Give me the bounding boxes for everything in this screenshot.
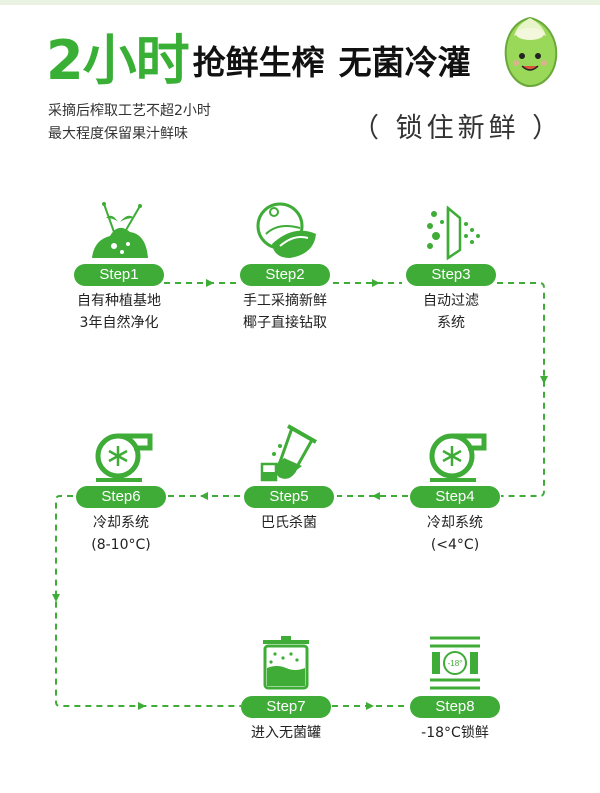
step-3: Step3 自动过滤 系统 — [366, 200, 536, 334]
connector-3-4 — [497, 282, 545, 497]
step-1: Step1 自有种植基地 3年自然净化 — [34, 200, 204, 334]
test-tube-icon — [260, 424, 317, 482]
step-desc-line1: 冷却系统 — [93, 515, 149, 531]
step-desc-line1: 自有种植基地 — [77, 293, 161, 309]
headline-title1: 抢鲜生榨 — [192, 43, 325, 82]
step-6: Step6 冷却系统 (8-10°C) — [36, 422, 206, 556]
cooling-icon — [95, 433, 153, 482]
step-label: Step6 — [76, 486, 166, 508]
step-label: Step3 — [406, 264, 496, 286]
coconut-icon — [256, 202, 316, 258]
step-2: Step2 手工采摘新鲜 椰子直接钻取 — [200, 200, 370, 334]
freezer-temp-readout: -18° — [448, 659, 463, 668]
step-desc-line1: -18°C锁鲜 — [421, 725, 489, 741]
coconut-mascot-icon — [504, 16, 558, 88]
step-5: Step5 巴氏杀菌 — [204, 422, 374, 534]
step-4: Step4 冷却系统 (<4°C) — [370, 422, 540, 556]
filter-icon — [427, 205, 480, 261]
step-label: Step2 — [240, 264, 330, 286]
step-desc-line2: 系统 — [437, 315, 465, 331]
subtitle-line1: 采摘后榨取工艺不超2小时 — [48, 103, 211, 119]
plant-growth-icon — [92, 202, 148, 258]
cooling-icon — [429, 433, 487, 482]
step-label: Step8 — [410, 696, 500, 718]
step-7: Step7 进入无菌罐 — [201, 632, 371, 744]
top-strip — [0, 0, 600, 5]
freezer-icon: -18° — [430, 636, 480, 690]
headline-title2: 无菌冷灌 — [338, 43, 471, 82]
step-desc-line2: (<4°C) — [430, 537, 480, 553]
tank-icon — [263, 636, 309, 690]
connector-6-7 — [55, 495, 241, 707]
step-label: Step7 — [241, 696, 331, 718]
step-desc-line2: (8-10°C) — [91, 537, 151, 553]
step-label: Step4 — [410, 486, 500, 508]
step-desc-line1: 进入无菌罐 — [251, 725, 321, 741]
headline-hours: 2小时 — [46, 29, 190, 92]
step-label: Step1 — [74, 264, 164, 286]
step-desc-line1: 巴氏杀菌 — [261, 515, 317, 531]
step-desc-line2: 3年自然净化 — [79, 315, 159, 331]
step-desc-line2: 椰子直接钻取 — [243, 315, 327, 331]
subtitle-line2: 最大程度保留果汁鲜味 — [48, 126, 188, 142]
step-desc-line1: 手工采摘新鲜 — [243, 293, 327, 309]
headline: 2小时 抢鲜生榨 无菌冷灌 — [46, 34, 471, 88]
step-desc-line1: 冷却系统 — [427, 515, 483, 531]
step-8: -18° Step8 -18°C锁鲜 — [370, 632, 540, 744]
lock-fresh-tag: （ 锁住新鲜 ） — [352, 113, 564, 144]
step-label: Step5 — [244, 486, 334, 508]
step-desc-line1: 自动过滤 — [423, 293, 479, 309]
